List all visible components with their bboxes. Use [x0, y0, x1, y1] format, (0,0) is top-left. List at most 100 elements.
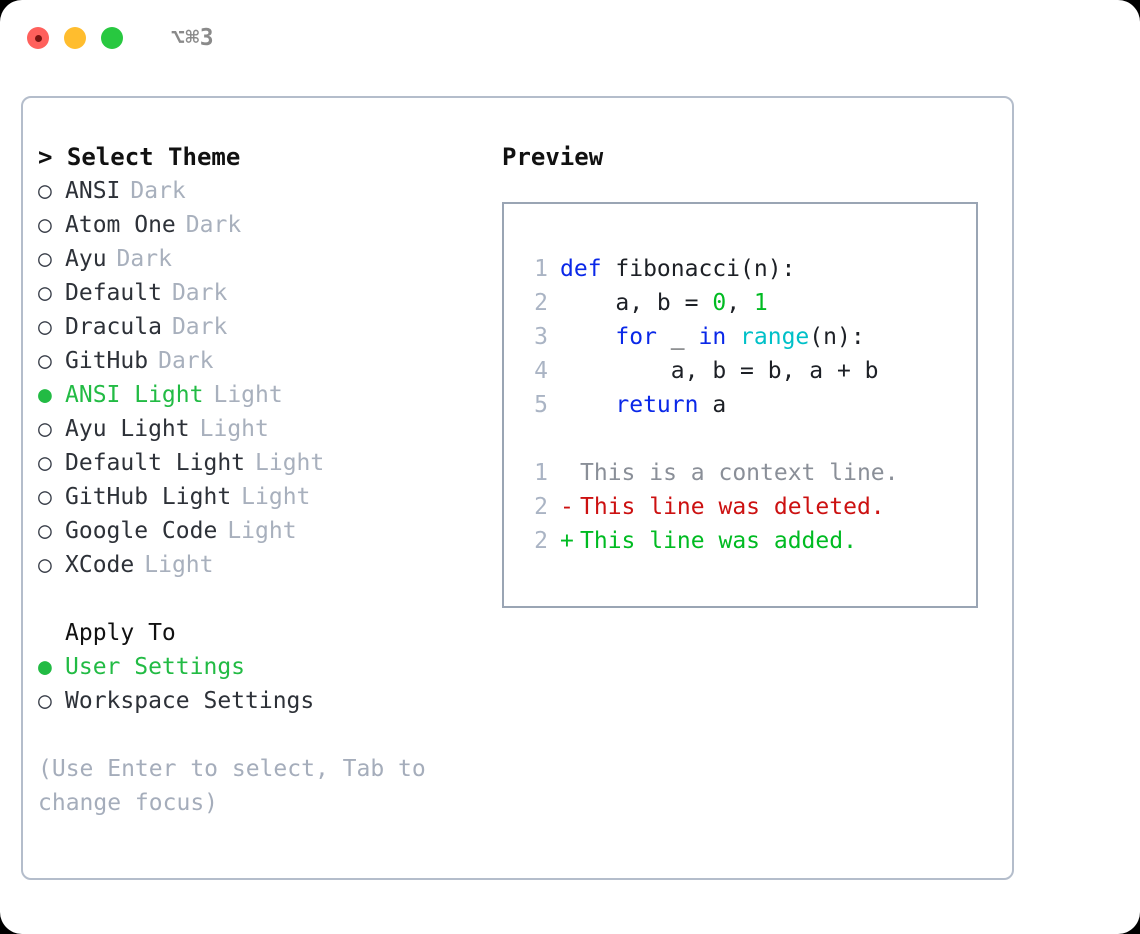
- title-bar: ⌥⌘3: [0, 0, 1140, 76]
- radio-unselected-icon: ○: [38, 246, 52, 272]
- code-line-content: a, b = b, a + b: [560, 354, 879, 388]
- diff-sign: [560, 456, 580, 490]
- theme-variant: Dark: [116, 246, 172, 272]
- radio-unselected-icon: ○: [38, 178, 52, 204]
- theme-list-item[interactable]: ○ GitHub Dark: [38, 344, 468, 378]
- theme-name: Ayu: [65, 246, 107, 272]
- theme-list-item[interactable]: ○ Ayu Dark: [38, 242, 468, 276]
- radio-unselected-icon: ○: [38, 416, 52, 442]
- apply-to-option[interactable]: ○ Workspace Settings: [38, 684, 468, 718]
- code-token-txt: (n):: [809, 324, 865, 350]
- apply-to-options[interactable]: ●User Settings ○ Workspace Settings: [38, 650, 468, 718]
- theme-variant: Light: [227, 518, 297, 544]
- theme-name: ANSI Light: [65, 382, 204, 408]
- radio-unselected-icon: ○: [38, 212, 52, 238]
- minimize-button[interactable]: [64, 27, 86, 49]
- diff-line-context: 1 This is a context line.: [518, 456, 976, 490]
- radio-unselected-icon: ○: [38, 484, 52, 510]
- theme-name: ANSI: [65, 178, 121, 204]
- code-token-kw: return: [615, 392, 699, 418]
- code-token-txt: a, b = b, a + b: [560, 358, 879, 384]
- code-token-txt: a, b =: [560, 290, 713, 316]
- apply-to-section: Apply To ●User Settings ○ Workspace Settin…: [38, 616, 468, 718]
- theme-list-item[interactable]: ○ Dracula Dark: [38, 310, 468, 344]
- apply-to-option[interactable]: ●User Settings: [38, 650, 468, 684]
- code-token-num: 1: [753, 290, 768, 316]
- theme-name: Default: [65, 280, 162, 306]
- theme-list-item[interactable]: ○ Atom One Dark: [38, 208, 468, 242]
- code-token-txt: a: [698, 392, 727, 418]
- theme-list-item[interactable]: ○ Default Dark: [38, 276, 468, 310]
- code-token-txt: [726, 324, 740, 350]
- theme-name: XCode: [65, 552, 135, 578]
- theme-name: Atom One: [65, 212, 176, 238]
- theme-name: Dracula: [65, 314, 162, 340]
- diff-line-number: 1: [534, 460, 548, 486]
- code-line-number: 3: [534, 324, 548, 350]
- code-token-txt: [560, 324, 615, 350]
- theme-variant: Light: [241, 484, 311, 510]
- theme-list-item[interactable]: ○ GitHub Light Light: [38, 480, 468, 514]
- diff-line-number: 2: [534, 494, 548, 520]
- radio-selected-icon: ●: [38, 382, 52, 408]
- diff-line-del: 2-This line was deleted.: [518, 490, 976, 524]
- keyboard-hint-text: (Use Enter to select, Tab to change focu…: [38, 756, 440, 816]
- radio-unselected-icon: ○: [38, 348, 52, 374]
- code-token-txt: _: [656, 324, 699, 350]
- close-button[interactable]: [27, 27, 49, 49]
- theme-list-item[interactable]: ● ANSI Light Light: [38, 378, 468, 412]
- code-line: 1 def fibonacci(n):: [518, 252, 976, 286]
- theme-variant: Light: [213, 382, 283, 408]
- theme-variant: Dark: [130, 178, 186, 204]
- code-line-number: 1: [534, 256, 548, 282]
- code-line: 3 for _ in range(n):: [518, 320, 976, 354]
- code-line-content: def fibonacci(n):: [560, 252, 795, 286]
- radio-unselected-icon: ○: [38, 688, 52, 714]
- code-line-content: return a: [560, 388, 726, 422]
- code-token-num: 0: [712, 290, 727, 316]
- code-line: 2 a, b = 0, 1: [518, 286, 976, 320]
- code-token-kw: def: [560, 256, 616, 282]
- theme-name: Google Code: [65, 518, 218, 544]
- diff-sign: -: [560, 494, 574, 520]
- theme-variant: Dark: [185, 212, 242, 238]
- code-line-content: a, b = 0, 1: [560, 286, 768, 320]
- theme-name: GitHub: [65, 348, 149, 374]
- diff-sample: 1 This is a context line.2-This line was…: [504, 456, 976, 558]
- theme-variant: Light: [199, 416, 269, 442]
- radio-unselected-icon: ○: [38, 552, 52, 578]
- preview-header: Preview: [502, 143, 604, 171]
- traffic-lights: [27, 27, 123, 49]
- theme-list-item[interactable]: ○ ANSI Dark: [38, 174, 468, 208]
- radio-unselected-icon: ○: [38, 518, 52, 544]
- code-token-txt: ,: [726, 290, 754, 316]
- code-line: 4 a, b = b, a + b: [518, 354, 976, 388]
- diff-sign: +: [560, 528, 574, 554]
- radio-unselected-icon: ○: [38, 280, 52, 306]
- theme-variant: Dark: [171, 280, 228, 306]
- code-token-kw: for: [615, 324, 657, 350]
- theme-name: GitHub Light: [65, 484, 232, 510]
- code-line-content: for _ in range(n):: [560, 320, 865, 354]
- apply-to-header: Apply To: [65, 620, 176, 646]
- code-line-number: 2: [534, 290, 548, 316]
- theme-list-item[interactable]: ○ Google Code Light: [38, 514, 468, 548]
- zoom-button[interactable]: [101, 27, 123, 49]
- code-line: 5 return a: [518, 388, 976, 422]
- theme-name: Default Light: [65, 450, 246, 476]
- select-theme-header: > Select Theme: [38, 143, 241, 171]
- radio-unselected-icon: ○: [38, 450, 52, 476]
- theme-variant: Dark: [158, 348, 214, 374]
- theme-variant: Dark: [171, 314, 228, 340]
- apply-to-label: Workspace Settings: [65, 688, 315, 714]
- radio-unselected-icon: ○: [38, 314, 52, 340]
